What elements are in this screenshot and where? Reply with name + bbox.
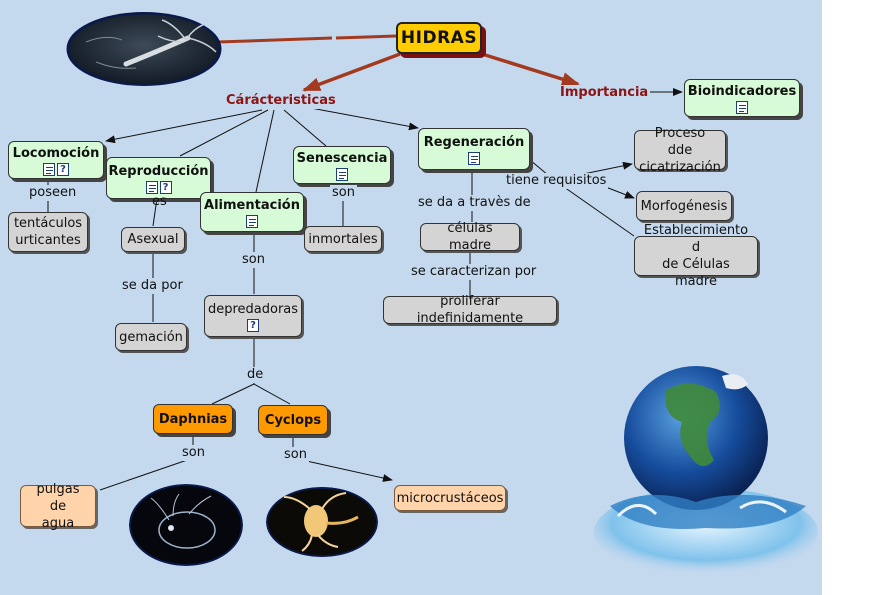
concept-gemacion[interactable]: gemación xyxy=(115,323,187,351)
link-root-importancia xyxy=(481,52,580,86)
concept-senescencia[interactable]: Senescencia xyxy=(293,146,391,184)
concept-pulgas-de-agua[interactable]: pulgas de agua xyxy=(20,482,96,531)
root-label: HIDRAS xyxy=(400,27,478,48)
link-label-es: es xyxy=(152,194,167,209)
link-photo-root-b xyxy=(335,34,397,40)
link-label-son-senescencia: son xyxy=(330,185,357,201)
cyclops-photo xyxy=(266,487,378,557)
caracteristicas-label: Cárácteristicas xyxy=(224,93,338,109)
document-icon[interactable] xyxy=(145,180,158,194)
pulgas-line1: pulgas de xyxy=(36,481,80,514)
link-car-alimentacion xyxy=(255,109,275,193)
concept-inmortales[interactable]: inmortales xyxy=(304,226,382,252)
concept-alimentacion[interactable]: Alimentación xyxy=(200,192,304,232)
link-car-reproduccion xyxy=(179,109,269,157)
microcrustaceos-label: microcrustáceos xyxy=(396,490,504,506)
concept-proceso-cicatrizacion[interactable]: Proceso dde cicatrización xyxy=(634,126,726,175)
concept-daphnias[interactable]: Daphnias xyxy=(153,404,233,434)
reproduccion-label: Reproducción xyxy=(108,163,209,179)
senescencia-label: Senescencia xyxy=(296,150,388,166)
establecimiento-line2: de Células madre xyxy=(662,257,730,289)
proliferar-label: proliferar indefinidamente xyxy=(416,294,524,326)
link-label-se-da-por: se da por xyxy=(120,278,185,294)
document-icon[interactable] xyxy=(246,214,258,228)
globe-water-image xyxy=(590,356,822,581)
link-label-son-cyclops: son xyxy=(282,447,309,463)
link-car-locomocion xyxy=(105,109,263,144)
concept-regeneracion[interactable]: Regeneración xyxy=(418,128,530,170)
concept-tentaculos[interactable]: tentáculos urticantes xyxy=(8,212,88,252)
link-label-poseen: poseen xyxy=(27,185,79,201)
tentaculos-line2: urticantes xyxy=(15,233,81,248)
concept-bioindicadores[interactable]: Bioindicadores xyxy=(684,79,800,117)
link-label-tiene-requisitos: tiene requisitos xyxy=(504,173,609,189)
link-car-senescencia xyxy=(283,109,327,147)
concept-depredadoras[interactable]: depredadoras ? xyxy=(204,295,302,337)
pulgas-line2: agua xyxy=(41,515,75,531)
question-icon[interactable]: ? xyxy=(247,318,259,332)
concept-asexual[interactable]: Asexual xyxy=(121,227,185,252)
asexual-label: Asexual xyxy=(127,232,179,247)
importancia-label: Importancia xyxy=(558,85,651,101)
proceso-line1: Proceso dde xyxy=(654,125,706,158)
concept-proliferar[interactable]: proliferar indefinidamente xyxy=(383,294,557,326)
link-photo-root-a xyxy=(217,36,333,44)
daphnias-label: Daphnias xyxy=(158,411,228,427)
question-icon[interactable]: ? xyxy=(57,162,69,176)
depredadoras-label: depredadoras xyxy=(207,301,299,317)
document-icon[interactable] xyxy=(468,151,480,165)
link-root-caracteristicas xyxy=(302,52,401,92)
root-concept-hidras[interactable]: HIDRAS xyxy=(396,22,482,54)
link-label-de: de xyxy=(245,367,266,383)
link-label-se-caracterizan: se caracterizan por xyxy=(409,264,539,280)
proceso-line2: cicatrización xyxy=(639,159,721,175)
concept-morfogenesis[interactable]: Morfogénesis xyxy=(636,191,732,221)
concept-cyclops[interactable]: Cyclops xyxy=(258,405,328,435)
daphnia-photo xyxy=(129,484,243,566)
concept-microcrustaceos[interactable]: microcrustáceos xyxy=(394,485,506,511)
celulas-madre-label: células madre xyxy=(447,221,493,253)
concept-celulas-madre[interactable]: células madre xyxy=(420,221,520,253)
inmortales-label: inmortales xyxy=(308,231,378,247)
cyclops-label: Cyclops xyxy=(264,412,322,428)
link-label-son-alimentacion: son xyxy=(240,252,267,268)
hydra-photo xyxy=(66,12,222,86)
concept-map-canvas: HIDRAS Cárácteristicas Importancia Bioin… xyxy=(0,0,822,595)
alimentacion-label: Alimentación xyxy=(204,197,300,213)
establecimiento-line1: Establecimiento d xyxy=(643,223,749,255)
morfogenesis-label: Morfogénesis xyxy=(640,198,728,214)
concept-reproduccion[interactable]: Reproducción ? xyxy=(106,157,211,199)
locomocion-label: Locomoción xyxy=(12,145,100,161)
bioindicadores-label: Bioindicadores xyxy=(687,83,797,99)
link-car-regeneracion xyxy=(299,105,419,131)
document-icon[interactable] xyxy=(736,100,748,114)
document-icon[interactable] xyxy=(43,162,55,176)
concept-establecimiento[interactable]: Establecimiento d de Células madre xyxy=(634,223,758,289)
regeneracion-label: Regeneración xyxy=(423,134,525,150)
tentaculos-line1: tentáculos xyxy=(13,216,83,231)
link-label-son-daphnias: son xyxy=(180,445,207,461)
link-label-se-da-traves: se da a travès de xyxy=(416,195,533,211)
document-icon[interactable] xyxy=(336,167,348,181)
question-icon[interactable]: ? xyxy=(159,180,172,194)
gemacion-label: gemación xyxy=(119,329,183,345)
concept-locomocion[interactable]: Locomoción ? xyxy=(8,141,104,179)
